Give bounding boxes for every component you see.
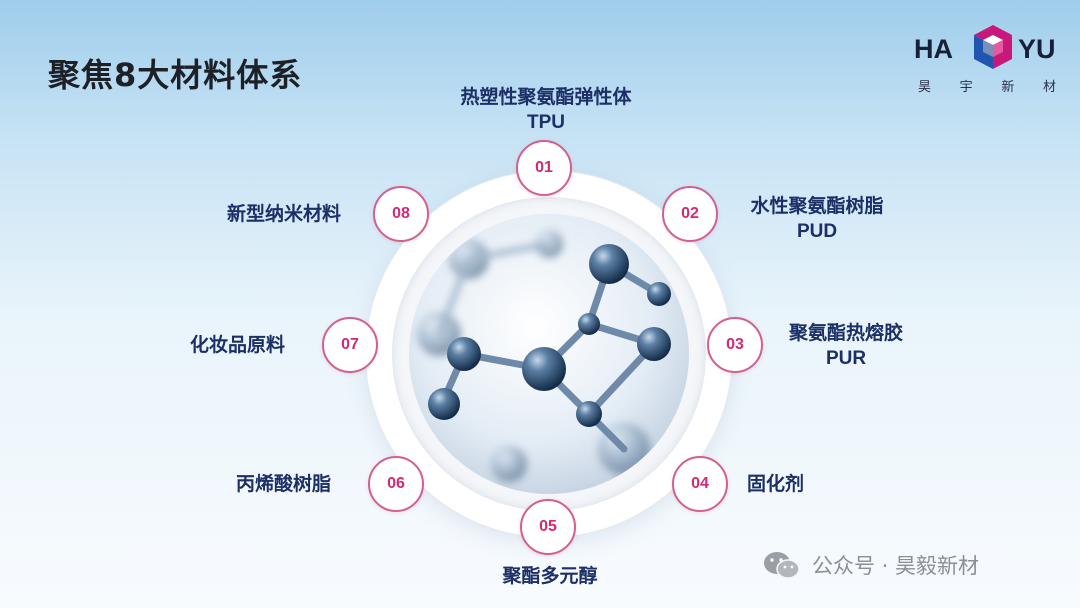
label-03: 聚氨酯热熔胶 PUR [776,321,916,371]
label-04: 固化剂 [747,473,805,495]
logo-subtitle-char: 昊 [918,80,932,95]
molecule-image [409,214,689,494]
node-08: 08 [373,186,429,242]
label-05: 聚酯多元醇 [502,565,598,587]
logo-subtitle: 昊 宇 新 材 [918,76,1056,95]
node-03: 03 [707,317,763,373]
label-02-text: 水性聚氨酯树脂 [750,195,884,217]
label-03-text: 聚氨酯热熔胶 [788,322,903,344]
label-01-sub: TPU [527,112,565,133]
wechat-icon [764,552,800,579]
logo-subtitle-char: 材 [1042,80,1056,95]
molecule-illustration [409,214,689,494]
company-logo: HA YU 昊 宇 新 材 [910,18,1060,98]
node-04: 04 [672,456,728,512]
label-07: 化妆品原料 [190,334,286,356]
label-06: 丙烯酸树脂 [236,473,332,495]
node-02: 02 [662,186,718,242]
label-01: 热塑性聚氨酯弹性体 TPU [444,85,648,135]
label-01-text: 热塑性聚氨酯弹性体 [460,86,632,108]
logo-subtitle-char: 宇 [959,80,973,95]
cube-icon [974,25,1012,69]
label-03-sub: PUR [825,348,867,369]
page-title: 聚焦8大材料体系 [48,56,303,94]
wechat-watermark: 公众号 · 昊毅新材 [762,550,979,580]
label-02-sub: PUD [796,221,838,242]
label-02: 水性聚氨酯树脂 PUD [735,194,899,244]
node-06: 06 [368,456,424,512]
node-07: 07 [322,317,378,373]
label-08: 新型纳米材料 [227,203,342,225]
logo-text-right: YU [1018,34,1056,64]
node-05: 05 [520,499,576,555]
logo-text-left: HA [914,34,953,64]
logo-subtitle-char: 新 [1001,80,1015,95]
node-01: 01 [516,140,572,196]
watermark-text: 公众号 · 昊毅新材 [812,554,980,578]
